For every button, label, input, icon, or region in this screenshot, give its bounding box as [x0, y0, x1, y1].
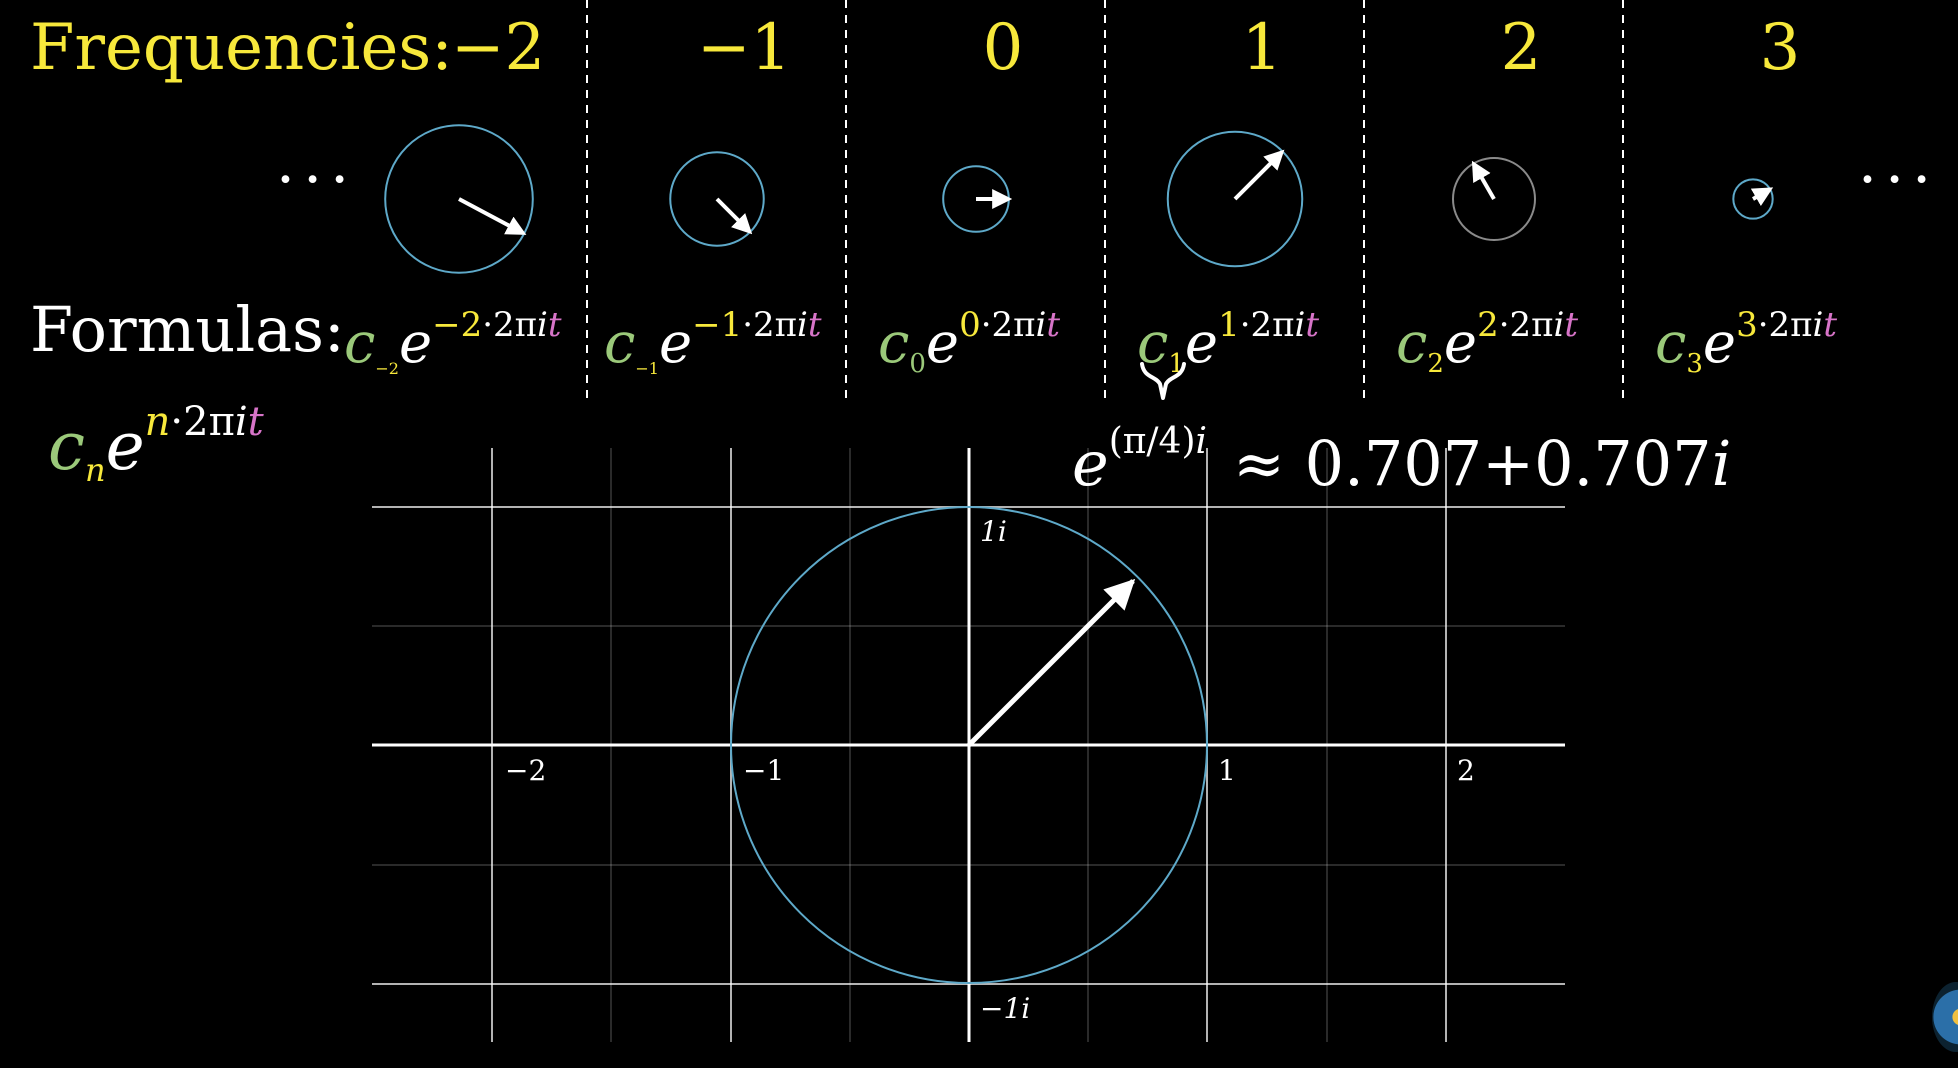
exponent-i: i [1812, 305, 1824, 345]
formula-term: c−1e−1·2πit [604, 285, 822, 409]
frequency-label: 2 [1500, 11, 1542, 85]
euler-approx-i: i [1711, 427, 1732, 500]
frequency-label: −1 [696, 11, 792, 85]
column-separators [586, 0, 1624, 405]
exponent-frequency: 1 [1218, 305, 1240, 345]
euler-exponent-angle: (π/4) [1108, 421, 1196, 462]
coefficient-symbol: c [604, 311, 636, 376]
formula-term: c2e2·2πit [1396, 285, 1578, 404]
euler-exponent-i: i [1195, 421, 1208, 462]
exponent-t: t [807, 305, 822, 345]
exponent-frequency: 0 [959, 305, 981, 345]
x-tick-label: −2 [505, 754, 547, 787]
exponential-base: e [925, 311, 960, 376]
coefficient-symbol: c [1396, 311, 1428, 376]
formula-term: c−2e−2·2πit [344, 285, 562, 409]
exponent-frequency: 2 [1477, 305, 1499, 345]
phasor-arrow [1750, 187, 1774, 207]
exponent-frequency: n [144, 399, 171, 445]
coefficient-index: 0 [909, 349, 926, 379]
coefficient-symbol: c [48, 408, 85, 485]
y-tick-label: 1i [980, 515, 1007, 548]
exponent-two-pi: ·2π [170, 399, 235, 445]
axes [372, 448, 1565, 1042]
exponential-base: e [658, 311, 693, 376]
exponent-frequency: −1 [692, 305, 743, 345]
phasor-circle [384, 124, 534, 274]
phasor-circle [1166, 130, 1304, 268]
frequency-label: −2 [450, 11, 546, 85]
phasor-arrow [1471, 160, 1496, 200]
exponent-frequency: −2 [432, 305, 483, 345]
euler-expression: e(π/4)i≈ 0.707+0.707i [1072, 402, 1731, 504]
exponent-i: i [1294, 305, 1306, 345]
exponent-i: i [1035, 305, 1047, 345]
exponent-i: i [234, 399, 248, 445]
frequency-label: 0 [982, 11, 1024, 85]
formula-term: c0e0·2πit [878, 285, 1060, 404]
euler-approximation: ≈ 0.707+0.707 [1233, 427, 1712, 500]
exponent-t: t [1305, 305, 1320, 345]
exponent-t: t [1046, 305, 1061, 345]
exponent-two-pi: ·2π [742, 305, 798, 345]
y-tick-label: −1i [980, 992, 1031, 1025]
x-tick-label: 2 [1457, 754, 1475, 787]
exponent-i: i [537, 305, 548, 345]
exponent-two-pi: ·2π [482, 305, 538, 345]
exponent-frequency: 3 [1736, 305, 1758, 345]
frequency-label: 3 [1759, 11, 1801, 85]
formula-term: c3e3·2πit [1655, 285, 1837, 404]
exponent-t: t [247, 399, 264, 445]
frequency-label: 1 [1241, 11, 1283, 85]
exponent-i: i [797, 305, 808, 345]
coefficient-index: 3 [1686, 349, 1703, 379]
frequencies-title: Frequencies: [30, 11, 453, 85]
phasor-circle [1452, 157, 1536, 241]
exponential-base: e [1702, 311, 1737, 376]
coefficient-symbol: c [1655, 311, 1687, 376]
phasor-arrow [715, 197, 753, 235]
euler-base: e [1072, 427, 1109, 500]
unit-circle [730, 506, 1208, 984]
general-formula: cnen·2πit [48, 382, 264, 510]
exponent-t: t [1564, 305, 1579, 345]
x-tick-label: −1 [743, 754, 785, 787]
coefficient-symbol: c [344, 311, 376, 376]
x-tick-label: 1 [1218, 754, 1236, 787]
coefficient-index: −2 [375, 359, 399, 378]
phasor-arrow [458, 197, 527, 235]
exponent-two-pi: ·2π [980, 305, 1036, 345]
exponent-two-pi: ·2π [1498, 305, 1554, 345]
exponential-base: e [1443, 311, 1478, 376]
exponent-two-pi: ·2π [1239, 305, 1295, 345]
exponential-base: e [1184, 311, 1219, 376]
ellipsis-right: ··· [1858, 145, 1940, 215]
phasor-arrow [1233, 149, 1285, 201]
exponential-base: e [105, 408, 145, 485]
formulas-title: Formulas: [30, 293, 345, 366]
phasor-circle [669, 151, 765, 247]
coefficient-index: n [84, 451, 106, 489]
ellipsis-left: ··· [276, 145, 358, 215]
unit-vector-arrow [967, 578, 1136, 747]
coefficient-index: 2 [1427, 349, 1444, 379]
coefficient-index: −1 [635, 359, 659, 378]
exponent-t: t [1823, 305, 1838, 345]
underbrace-icon [1140, 362, 1186, 400]
exponent-two-pi: ·2π [1757, 305, 1813, 345]
exponent-i: i [1553, 305, 1565, 345]
exponent-t: t [547, 305, 562, 345]
coefficient-symbol: c [878, 311, 910, 376]
phasor-circles [384, 124, 1774, 274]
exponential-base: e [398, 311, 433, 376]
